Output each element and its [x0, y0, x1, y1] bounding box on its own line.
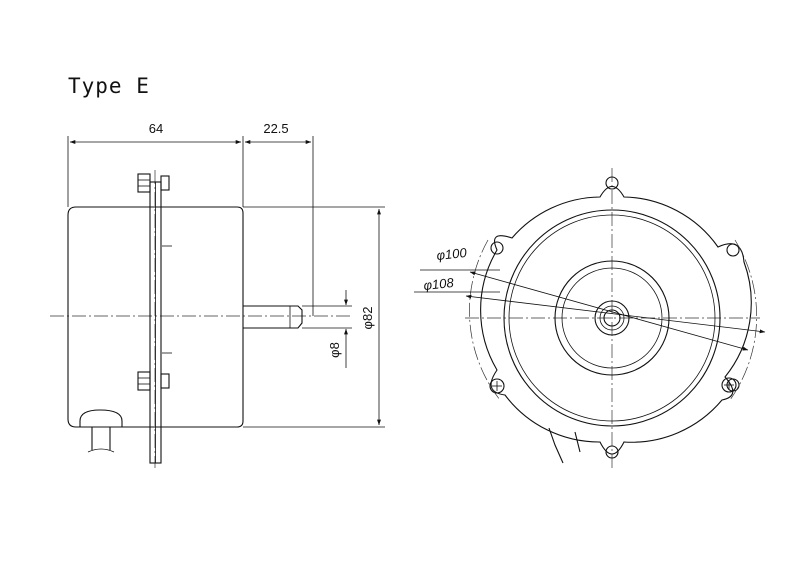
dim-label-108: φ108 — [423, 275, 455, 293]
front-view: φ100 φ108 — [414, 168, 766, 470]
dim-label-82: φ82 — [360, 307, 375, 330]
leader-108 — [465, 294, 766, 334]
cable-exit — [548, 427, 581, 464]
bottom-bolt — [137, 371, 170, 391]
side-view: 64 22.5 φ82 φ8 — [50, 121, 385, 468]
housing-outline — [480, 185, 752, 455]
dim-label-8: φ8 — [327, 342, 342, 358]
dim-label-22-5: 22.5 — [263, 121, 288, 136]
dim-label-64: 64 — [149, 121, 163, 136]
screw-holes — [489, 176, 740, 459]
motor-body — [67, 206, 244, 428]
cable-gland — [79, 409, 123, 453]
screw-hole-right-top — [726, 243, 740, 257]
dim-label-100: φ100 — [436, 245, 468, 263]
screw-hole-bottom — [605, 445, 619, 459]
shaft — [243, 305, 303, 329]
phillips-screw-right — [721, 377, 737, 393]
top-bolt — [137, 173, 170, 193]
screw-hole-top — [605, 176, 619, 190]
screw-hole-left-top — [490, 241, 504, 255]
leader-100 — [469, 271, 749, 351]
drawing-title: Type E — [68, 74, 150, 98]
phillips-screw-left — [489, 378, 505, 394]
